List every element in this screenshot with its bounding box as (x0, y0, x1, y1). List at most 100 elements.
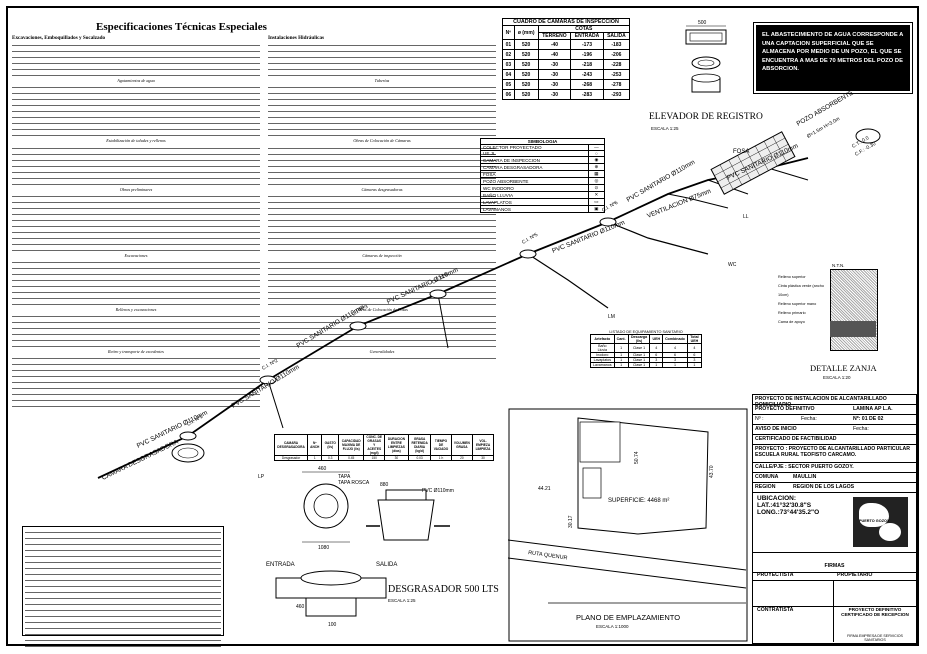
spec-heading: Cámaras de inspección (362, 252, 402, 258)
table-cell: 4 (686, 343, 703, 353)
desgrasador-scale: ESCALA 1:25 (388, 598, 416, 603)
desgrasador-detail: 460 1080 880 TAPA TAPA ROSCA PVC Ø110mm … (266, 466, 454, 628)
table-cell: Descarga (l/s) (627, 334, 651, 344)
tb-header: PROYECTO DE INSTALACION DE ALCANTARILLAD… (753, 395, 916, 408)
lp-label: LP (258, 474, 265, 480)
sanitary-plan: PVC SANITARIO Ø110mm PVC SANITARIO Ø110m… (97, 89, 881, 482)
tb-region: REGION DE LOS LAGOS (793, 484, 855, 490)
ci-6: C.I. Nº6 (601, 200, 619, 214)
pozo-label: POZO ABSORBENTE (796, 89, 856, 128)
zanja-ntn: N.T.N. (832, 263, 845, 268)
tb-fecha-2: Fecha: (853, 426, 869, 432)
dim-4: 44.21 (538, 486, 551, 492)
table-cell: Cant. (613, 334, 629, 344)
table-cell: Total UEH (686, 334, 703, 344)
dim-2: 43.70 (709, 465, 715, 478)
table-cell: Nº ANCH (307, 434, 323, 456)
water-note-box: EL ABASTECIMIENTO DE AGUA CORRESPONDE A … (753, 22, 913, 94)
spec-paragraph (268, 193, 496, 251)
elevador-dim: 500 (698, 20, 707, 26)
table-cell: Lavaplatos (590, 357, 615, 363)
spec-heading: Excavaciones (124, 252, 148, 258)
table-cell: -293 (602, 89, 631, 100)
tb-firmas: FIRMAS (753, 563, 916, 573)
tb-no: Nº : (755, 416, 764, 422)
table-cell: DURACION ENTRE LIMPIEZAS (días) (384, 434, 409, 456)
table-cell: 1 (649, 362, 664, 368)
materials-title: LISTADO DE EQUIPAMIENTO SANITARIO (609, 330, 683, 334)
zanja-label: Relleno primario (778, 311, 806, 315)
wc-label: WC (728, 262, 737, 268)
drawing-sheet: Especificaciones Técnicas Especiales Exc… (6, 6, 919, 647)
dim-3: 30.17 (568, 515, 574, 528)
ci-5: C.I. Nº5 (521, 232, 539, 246)
spec-heading: Estabilización de taludes y rellenos (106, 138, 166, 144)
spec-paragraph (268, 145, 496, 185)
road-label: RUTA QUENUR (528, 550, 568, 561)
pvc-label: PVC Ø110mm (422, 488, 454, 494)
simbologia-box: SIMBOLOGIA COLECTOR PROYECTADO—UE.JL○CAM… (480, 138, 606, 213)
tb-region-label: REGION (755, 484, 776, 490)
spec-paragraph (12, 313, 260, 348)
tb-puerto: PUERTO GOZOY (859, 519, 890, 523)
spec-paragraph (12, 259, 260, 306)
dim-top: 460 (318, 466, 327, 472)
tb-ubicacion: UBICACION: (757, 495, 796, 502)
table-cell: 30 (384, 455, 409, 461)
zanja-section (830, 269, 878, 351)
symbol-icon: ▣ (587, 205, 606, 213)
table-cell: VOLUMEN GRASA (450, 434, 474, 456)
zanja-label: Relleno superior (778, 275, 806, 279)
zanja-title: DETALLE ZANJA (810, 363, 877, 373)
dim-base: 100 (328, 622, 337, 628)
tb-firma-empresa: FIRMA EMPRESA DE SERVICIOS SANITARIOS (847, 634, 903, 642)
zanja-scale: ESCALA 1:20 (823, 375, 851, 380)
spec-heading: Excavaciones, Emboquillados y Socalzado (12, 35, 106, 41)
spec-paragraph (268, 259, 496, 306)
title-block: PROYECTO DE INSTALACION DE ALCANTARILLAD… (752, 394, 917, 644)
table-cell: Baño Lluvia (590, 343, 615, 353)
tb-calle: CALLE/PJE : SECTOR PUERTO GOZOY. (753, 463, 916, 473)
table-cell: UEH (649, 334, 664, 344)
table-cell: 0.3 (321, 455, 339, 461)
tb-certificado: CERTIFICADO DE FACTIBILIDAD (755, 436, 837, 442)
zanja-pipe-bed (830, 321, 876, 337)
table-cell: CAMARA DESGRASADORA (273, 434, 309, 456)
zanja-label: Relleno superior mano (778, 302, 817, 306)
ci-2: C.I. Nº2 (261, 358, 279, 372)
tb-cert-recepcion: PROYECTO DEFINITIVO CERTIFICADO DE RECEP… (841, 607, 909, 617)
emplazamiento-title: PLANO DE EMPLAZAMIENTO (576, 613, 680, 622)
tb-comuna: MAULLIN (793, 474, 817, 480)
tb-no-lamina: Nº: 01 DE 02 (853, 416, 884, 422)
table-cell: VOL. EMPIEZA LIMPIEZA (472, 434, 494, 456)
location-map: PUERTO GOZOY (853, 497, 908, 547)
table-cell: GASTO (l/s) (321, 434, 339, 456)
tapa-label: TAPA (338, 474, 351, 480)
tb-lat: LAT.:41°32'30.8"S (757, 502, 812, 509)
emplazamiento-scale: ESCALA 1:1000 (596, 624, 629, 629)
table-cell: 0.03 (407, 455, 432, 461)
elevador-scale: ESCALA 1:25 (651, 126, 679, 131)
salida-label: SALIDA (376, 562, 397, 568)
desgrasador-title: DESGRASADOR 500 LTS (388, 584, 499, 595)
table-cell: Lavamanos (590, 362, 615, 368)
spec-paragraph (12, 42, 260, 77)
spec-heading: Instalaciones Hidráulicas (268, 35, 325, 41)
spec-paragraph (12, 145, 260, 185)
table-cell: 4 (662, 343, 688, 353)
tb-fecha: Fecha: (801, 416, 817, 422)
elevador-title: ELEVADOR DE REGISTRO (649, 112, 763, 122)
spec-heading: Cámaras desgrasadoras (361, 186, 403, 192)
tb-lamina: LAMINA AP L.A. (853, 406, 893, 412)
spec-title: Especificaciones Técnicas Especiales (96, 21, 267, 33)
table-cell: Clase 1 (627, 362, 651, 368)
dim-side: 460 (296, 604, 305, 610)
